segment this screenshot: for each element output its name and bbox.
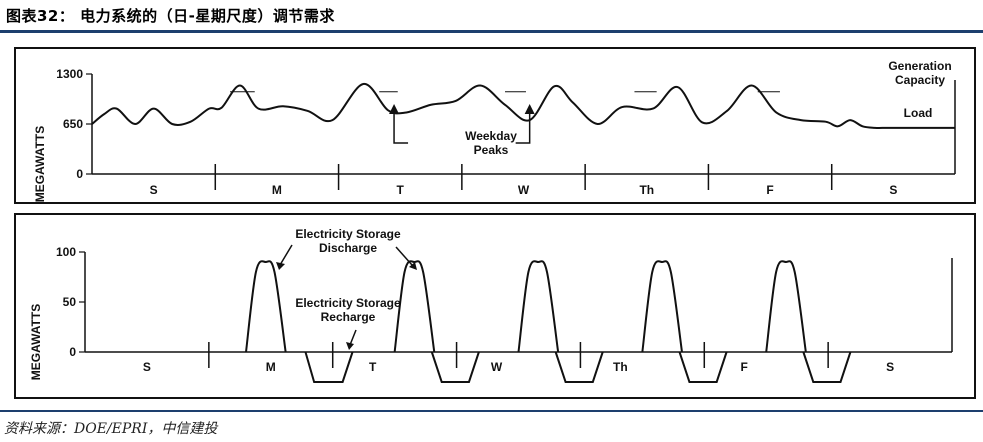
discharge-peak-2 bbox=[517, 260, 560, 353]
bottom-day-label-0: S bbox=[143, 360, 151, 374]
bottom-y-tick-label-2: 100 bbox=[56, 245, 76, 259]
figure-source: 资料来源：DOE/EPRI，中信建投 bbox=[4, 421, 218, 437]
discharge-arrowhead-left bbox=[276, 262, 285, 270]
top-day-label-4: Th bbox=[639, 183, 654, 197]
bottom-day-label-2: T bbox=[369, 360, 377, 374]
weekday-peak-arrow-left bbox=[393, 106, 409, 144]
weekday-peak-arrowhead-right bbox=[524, 104, 535, 114]
discharge-peak-4 bbox=[765, 260, 807, 353]
discharge-peak-1 bbox=[393, 260, 436, 353]
weekday-peaks-annotation-line-1: Peaks bbox=[474, 143, 509, 157]
top-y-axis-label: MEGAWATTS bbox=[33, 126, 47, 202]
discharge-annotation-line-0: Electricity Storage bbox=[295, 227, 401, 241]
top-day-label-0: S bbox=[150, 183, 158, 197]
top-day-label-5: F bbox=[766, 183, 773, 197]
gen-capacity-annotation-line-1: Capacity bbox=[895, 73, 945, 87]
bottom-day-label-4: Th bbox=[613, 360, 628, 374]
recharge-trough-4 bbox=[802, 351, 852, 383]
discharge-arrowhead-right bbox=[409, 262, 417, 270]
top-day-label-3: W bbox=[518, 183, 530, 197]
bottom-day-label-1: M bbox=[266, 360, 276, 374]
bottom-y-tick-label-1: 50 bbox=[63, 295, 77, 309]
top-y-tick-label-2: 1300 bbox=[56, 67, 83, 81]
discharge-arrow-right bbox=[395, 246, 413, 266]
bottom-y-tick-label-0: 0 bbox=[69, 345, 76, 359]
discharge-annotation-line-1: Discharge bbox=[319, 241, 377, 255]
top-y-tick-label-1: 650 bbox=[63, 117, 83, 131]
recharge-trough-0 bbox=[304, 351, 354, 383]
figure-header: 图表32： 电力系统的（日-星期尺度）调节需求 bbox=[0, 0, 983, 30]
recharge-trough-3 bbox=[678, 351, 728, 383]
source-rule bbox=[0, 410, 983, 412]
load-series-line bbox=[91, 83, 955, 129]
top-day-label-2: T bbox=[397, 183, 405, 197]
bottom-day-label-6: S bbox=[886, 360, 894, 374]
recharge-trough-2 bbox=[554, 351, 604, 383]
top-panel-frame bbox=[14, 47, 976, 204]
recharge-arrow bbox=[349, 329, 357, 346]
top-day-label-1: M bbox=[272, 183, 282, 197]
title-rule bbox=[0, 30, 983, 33]
bottom-panel-frame bbox=[14, 213, 976, 399]
top-day-label-6: S bbox=[889, 183, 897, 197]
discharge-peak-0 bbox=[245, 260, 287, 353]
recharge-annotation-line-1: Recharge bbox=[321, 310, 376, 324]
top-y-tick-label-0: 0 bbox=[76, 167, 83, 181]
weekday-peak-arrow-right bbox=[515, 106, 531, 144]
recharge-annotation-line-0: Electricity Storage bbox=[295, 296, 401, 310]
weekday-peaks-annotation-line-0: Weekday bbox=[465, 129, 517, 143]
bottom-day-label-3: W bbox=[491, 360, 503, 374]
discharge-arrow-left bbox=[279, 244, 293, 266]
recharge-trough-1 bbox=[430, 351, 480, 383]
bottom-day-label-5: F bbox=[741, 360, 748, 374]
bottom-y-axis-label: MEGAWATTS bbox=[29, 304, 43, 380]
discharge-peak-3 bbox=[641, 260, 683, 353]
figure-title: 图表32： 电力系统的（日-星期尺度）调节需求 bbox=[6, 7, 335, 25]
recharge-arrowhead bbox=[346, 342, 354, 350]
gen-capacity-annotation-line-0: Generation bbox=[888, 59, 951, 73]
load-annotation: Load bbox=[904, 106, 933, 120]
weekday-peak-arrowhead-left bbox=[389, 104, 400, 114]
